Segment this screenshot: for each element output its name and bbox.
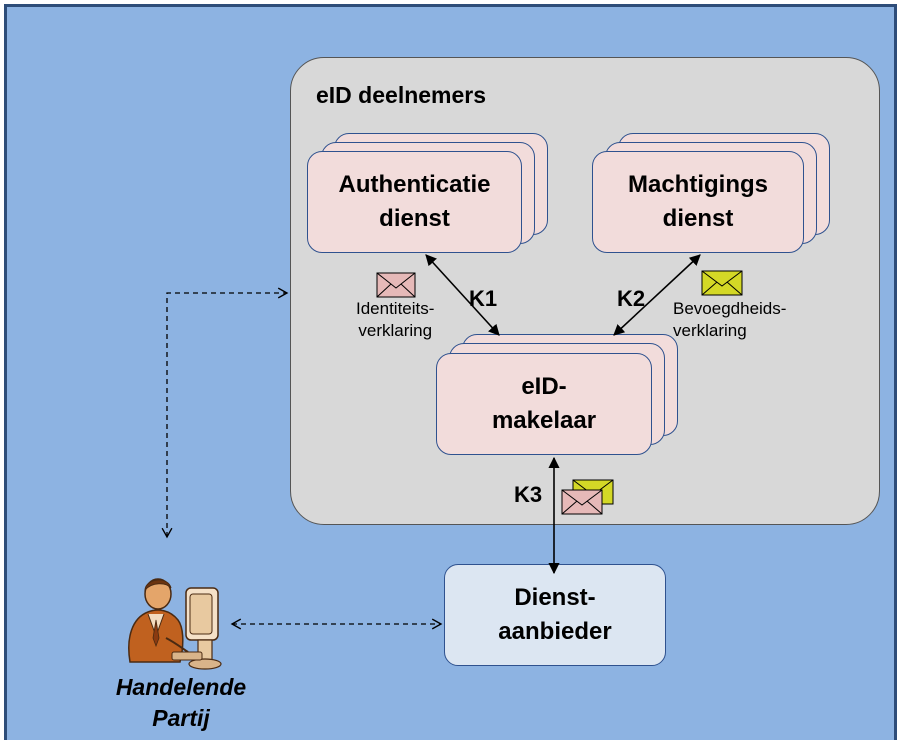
machtigings-dienst-node[interactable]: Machtigings dienst [592,151,804,253]
handelende-partij-label: Handelende Partij [96,672,266,734]
k1-label: K1 [469,286,498,311]
identiteitsverklaring-label: Identiteits- verklaring [356,298,434,342]
group-title: eID deelnemers [316,82,487,108]
node-label-line2: makelaar [491,407,597,434]
bevoegdheidsverklaring-label: Bevoegdheids- verklaring [673,298,786,342]
person-at-computer-icon [128,578,222,670]
node-label-line1: Machtigings [627,171,768,198]
node-label-line1: eID- [521,373,567,400]
combined-envelopes-icon [561,479,614,515]
eid-makelaar-node[interactable]: eID- makelaar [436,353,652,455]
party-to-participants-connector [161,287,289,539]
doc-label-line2: verklaring [358,321,433,340]
k2-connector [613,254,701,336]
doc-label-line1: Bevoegdheids- [673,299,787,318]
k2-label: K2 [617,286,646,311]
node-label-line2: dienst [662,205,734,232]
k1-connector [425,254,500,336]
doc-label-line2: verklaring [673,321,747,340]
k3-label: K3 [514,482,543,507]
party-label-line1: Handelende [115,674,247,700]
bevoegdheidsverklaring-envelope-icon [701,270,743,296]
authenticatie-dienst-node[interactable]: Authenticatie dienst [307,151,522,253]
doc-label-line1: Identiteits- [356,299,435,318]
node-label-line2: dienst [379,205,450,232]
node-label-line1: Dienst- [514,584,596,611]
node-label-line2: aanbieder [498,618,612,645]
party-label-line2: Partij [152,705,210,731]
node-label-line1: Authenticatie [338,171,491,198]
dienstaanbieder-node[interactable]: Dienst- aanbieder [444,564,666,666]
identiteitsverklaring-envelope-icon [376,272,416,298]
